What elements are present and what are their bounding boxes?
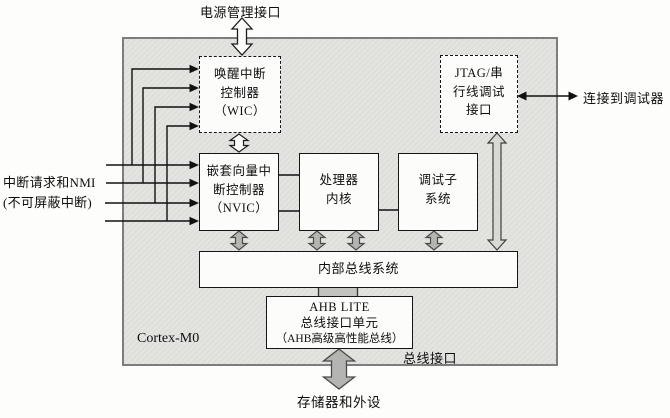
nvic-label-line2: 断控制器 xyxy=(212,182,265,197)
interrupt-request-label-line1: 中断请求和NMI xyxy=(3,175,96,190)
bus-connection-arrows xyxy=(229,230,443,251)
block-link-lines xyxy=(278,174,398,212)
nvic-block: 嵌套向量中 断控制器 （NVIC） xyxy=(199,153,279,231)
processor-core-block: 处理器 内核 xyxy=(299,153,379,231)
bus-ahb-connector xyxy=(317,287,359,297)
power-interface-arrow xyxy=(230,17,254,56)
jtag-label-line1: JTAG/串 xyxy=(454,66,504,80)
internal-bus-block: 内部总线系统 xyxy=(199,251,518,288)
ahb-label-line2: 总线接口单元 xyxy=(300,316,379,330)
ahb-label-line1: AHB LITE xyxy=(309,300,370,314)
ahb-lite-block: AHB LITE 总线接口单元 （AHB高级高性能总线） xyxy=(266,296,413,349)
jtag-debug-interface-block: JTAG/串 行线调试 接口 xyxy=(440,55,518,133)
wic-label-line1: 唤醒中断 xyxy=(213,67,266,81)
debug-label-line2: 系统 xyxy=(424,192,451,206)
ahb-label-line3: （AHB高级高性能总线） xyxy=(275,333,404,345)
wic-label-line2: 控制器 xyxy=(220,85,260,100)
memory-peripherals-label: 存储器和外设 xyxy=(297,395,381,410)
connect-to-debugger-label: 连接到调试器 xyxy=(583,91,665,106)
memory-bus-arrow xyxy=(321,348,357,390)
bus-interface-label: 总线接口 xyxy=(403,351,458,366)
power-interface-label: 电源管理接口 xyxy=(200,5,282,20)
jtag-bus-arrow xyxy=(486,132,508,251)
wic-label-line3: （WIC） xyxy=(214,104,266,118)
nvic-label-line3: （NVIC） xyxy=(209,201,269,215)
debug-subsystem-block: 调试子 系统 xyxy=(398,153,478,231)
internal-bus-label: 内部总线系统 xyxy=(317,261,399,276)
debug-label-line1: 调试子 xyxy=(418,173,458,187)
interrupt-request-label-line2: (不可屏蔽中断) xyxy=(3,195,93,210)
interrupt-request-label: 中断请求和NMI (不可屏蔽中断) xyxy=(3,173,96,213)
nvic-label-line1: 嵌套向量中 xyxy=(206,164,272,178)
wic-nvic-arrow xyxy=(228,133,250,153)
debugger-arrow xyxy=(517,91,578,101)
jtag-label-line2: 行线调试 xyxy=(452,84,505,99)
jtag-label-line3: 接口 xyxy=(465,103,492,117)
cpu-label-line1: 处理器 xyxy=(319,173,359,187)
interrupt-request-lines xyxy=(105,64,199,226)
cpu-label-line2: 内核 xyxy=(325,192,352,206)
chip-name-label: Cortex-M0 xyxy=(137,331,200,346)
wic-block: 唤醒中断 控制器 （WIC） xyxy=(199,56,281,133)
arrowheads xyxy=(189,64,199,226)
